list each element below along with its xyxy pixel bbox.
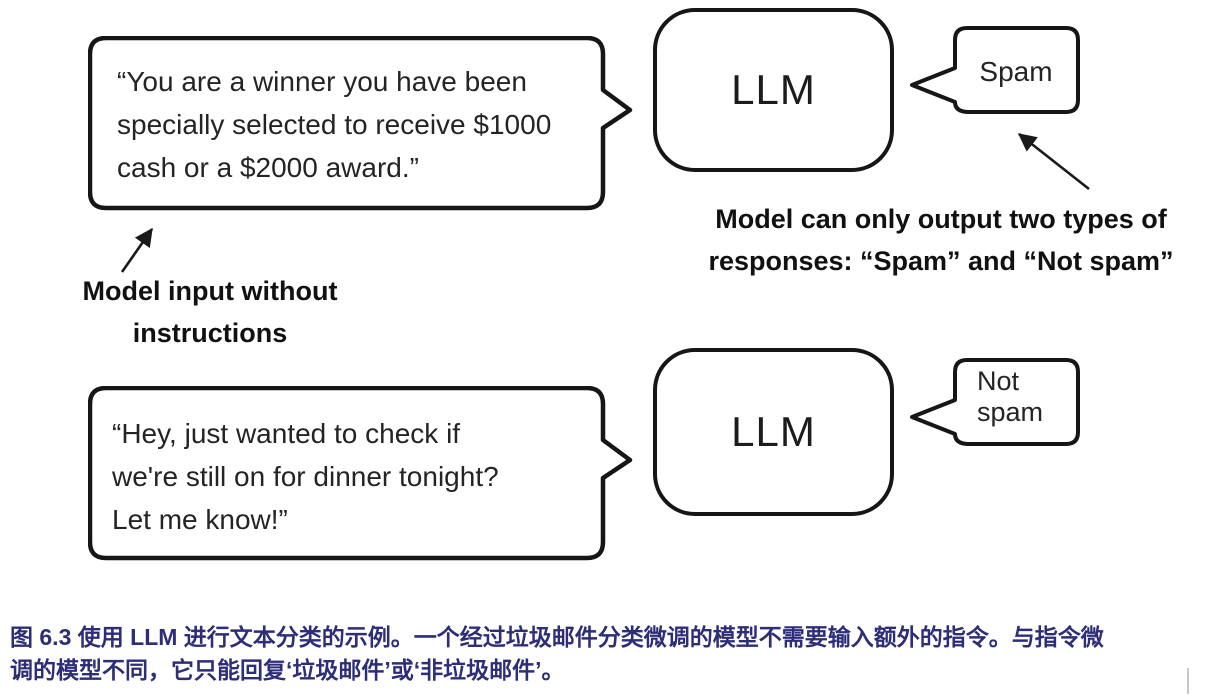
speech-bubble-outline — [910, 358, 1080, 446]
output-label-line: spam — [977, 397, 1044, 427]
figure-caption-line: 图 6.3 使用 LLM 进行文本分类的示例。一个经过垃圾邮件分类微调的模型不需… — [10, 624, 1104, 650]
llm-box-bottom: LLM — [653, 348, 894, 516]
llm-label: LLM — [731, 66, 816, 113]
input-text-line: Let me know!” — [112, 504, 288, 535]
output-annotation: Model can only output two types of respo… — [691, 198, 1191, 282]
input-text-line: cash or a $2000 award.” — [117, 152, 419, 183]
input-bubble-spam-example — [88, 36, 633, 211]
output-annotation-line: responses: “Spam” and “Not spam” — [708, 246, 1174, 276]
output-label-spam: Spam — [979, 56, 1053, 87]
input-text-line: we're still on for dinner tonight? — [112, 461, 499, 492]
input-annotation-line: Model input without — [82, 276, 338, 306]
figure-caption-line: 调的模型不同，它只能回复‘垃圾邮件’或‘非垃圾邮件’。 — [10, 657, 565, 683]
input-text-line: specially selected to receive $1000 — [117, 109, 552, 140]
llm-label: LLM — [731, 408, 816, 455]
output-bubble-notspam — [910, 358, 1080, 446]
output-bubble-spam — [910, 26, 1080, 114]
llm-box-top: LLM — [653, 8, 894, 172]
output-label-line: Not — [977, 366, 1020, 396]
input-bubble-notspam-example — [88, 386, 633, 561]
input-annotation-line: instructions — [132, 318, 288, 348]
input-text-line: “You are a winner you have been — [117, 66, 527, 97]
speech-bubble-outline — [88, 36, 633, 211]
input-text-spam: “You are a winner you have been speciall… — [117, 60, 551, 189]
arrow-to-spam-bubble — [1017, 132, 1090, 191]
arrow-to-input-bubble — [120, 227, 154, 273]
speech-bubble-outline — [910, 26, 1080, 114]
output-annotation-line: Model can only output two types of — [715, 204, 1167, 234]
figure-caption: 图 6.3 使用 LLM 进行文本分类的示例。一个经过垃圾邮件分类微调的模型不需… — [10, 621, 1104, 687]
input-annotation: Model input without instructions — [60, 270, 360, 354]
speech-bubble-outline — [88, 386, 633, 561]
input-text-line: “Hey, just wanted to check if — [112, 418, 461, 449]
output-label-notspam: Not spam — [977, 366, 1043, 428]
text-cursor — [1187, 668, 1189, 694]
input-text-notspam: “Hey, just wanted to check if we're stil… — [112, 412, 499, 541]
